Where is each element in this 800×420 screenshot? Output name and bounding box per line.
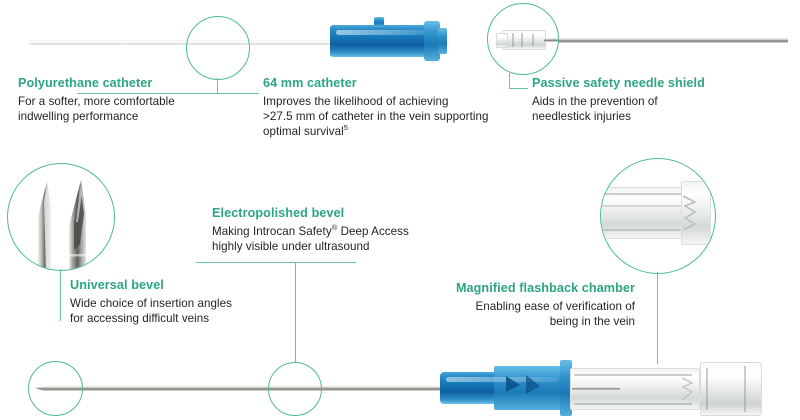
leader-line-polyurethane-stem	[217, 78, 219, 94]
magnifier-circle-device-tip	[28, 361, 83, 416]
callout-title: Passive safety needle shield	[532, 76, 705, 90]
callout-body-text: optimal survival	[263, 125, 344, 139]
callout-body-line: highly visible under ultrasound	[212, 240, 370, 254]
callout-body-line: For a softer, more comfortable	[18, 95, 175, 108]
callout-body-text: Making Introcan Safety	[212, 225, 332, 238]
magnifier-circle-universal-bevel	[7, 163, 115, 271]
magnifier-circle-polyurethane	[186, 16, 250, 80]
callout-body-line: Aids in the prevention of	[532, 95, 658, 108]
needle-shield-ridge	[532, 34, 534, 46]
device-end-cap-ridge	[706, 368, 708, 410]
needle-shield-ridge	[521, 33, 523, 47]
callout-body: Aids in the prevention of needlestick in…	[532, 94, 782, 124]
callout-title: Universal bevel	[70, 278, 164, 292]
needle-tip-plain-svg	[38, 182, 51, 270]
callout-body-line: needlestick injuries	[532, 110, 631, 124]
callout-title: 64 mm catheter	[263, 76, 357, 90]
callout-universal-bevel: Universal bevel Wide choice of insertion…	[70, 278, 290, 326]
needle-shield-body	[502, 30, 546, 50]
needle-shaft-top	[548, 38, 788, 43]
needle-shield-ridge	[512, 33, 514, 47]
callout-body-line: Improves the likelihood of achieving	[263, 95, 449, 108]
callout-title: Polyurethane catheter	[18, 76, 153, 90]
flashback-chamber-valve-icon	[682, 195, 697, 231]
catheter-hub-highlight	[336, 30, 430, 35]
callout-body-line: Enabling ease of verification of	[475, 300, 635, 313]
callout-passive-safety-needle-shield: Passive safety needle shield Aids in the…	[532, 76, 782, 124]
callout-body: Enabling ease of verification of being i…	[400, 299, 635, 329]
leader-line-electropolished-drop	[295, 262, 297, 362]
magnifier-circle-needle-shield	[487, 3, 559, 75]
flashback-chamber-ridge	[601, 229, 687, 231]
device-end-cap	[700, 362, 762, 416]
leader-line-flashback-drop	[657, 272, 659, 364]
needle-tip-bevelled-svg	[69, 180, 86, 270]
callout-body: Making Introcan Safety® Deep Access high…	[212, 224, 462, 254]
registered-trademark-icon: ®	[331, 223, 338, 233]
needle-tip-plain	[34, 182, 52, 270]
callout-electropolished-bevel: Electropolished bevel Making Introcan Sa…	[212, 206, 462, 254]
callout-polyurethane-catheter: Polyurethane catheter For a softer, more…	[18, 76, 228, 124]
leader-line-polyurethane-rule	[77, 93, 259, 95]
callout-body: Wide choice of insertion angles for acce…	[70, 296, 290, 326]
flashback-chamber-end-cap	[681, 181, 711, 245]
callout-title: Electropolished bevel	[212, 206, 345, 220]
callout-body-text: Deep Access	[337, 225, 409, 238]
flashback-chamber-ridge	[601, 205, 687, 207]
leader-line-shield-elbow	[509, 88, 528, 90]
catheter-hub-wing	[374, 17, 384, 27]
callout-magnified-flashback-chamber: Magnified flashback chamber Enabling eas…	[400, 281, 635, 329]
polyurethane-catheter-shaft	[25, 40, 335, 45]
flashback-chamber-ridge	[601, 193, 687, 195]
callout-body-line-with-trademark: Making Introcan Safety® Deep Access	[212, 224, 462, 239]
callout-64mm-catheter: 64 mm catheter Improves the likelihood o…	[263, 76, 523, 140]
catheter-hub-port	[438, 28, 447, 54]
callout-body-line: for accessing difficult veins	[70, 312, 210, 326]
callout-body: For a softer, more comfortable indwellin…	[18, 94, 228, 124]
needle-tip-bevelled	[65, 180, 89, 270]
callout-body-line: >27.5 mm of catheter in the vein support…	[263, 110, 489, 124]
callout-body: Improves the likelihood of achieving >27…	[263, 94, 523, 140]
device-internal-needle	[572, 387, 620, 390]
leader-line-electropolished-rule	[196, 262, 356, 264]
needle-shield-needle-stub	[544, 38, 558, 42]
device-needle-shaft	[35, 386, 440, 391]
device-valve-icon	[681, 377, 694, 401]
device-flashback-ridge	[574, 374, 692, 376]
callout-body-line-with-footnote: optimal survival5	[263, 124, 523, 139]
leader-line-shield-stem	[509, 73, 511, 89]
footnote-marker: 5	[343, 123, 348, 133]
callout-title: Magnified flashback chamber	[455, 281, 635, 295]
magnifier-circle-device-shaft	[268, 362, 322, 416]
device-hub-flange	[560, 360, 572, 416]
callout-body-line: being in the vein	[549, 315, 635, 329]
device-flashback-ridge	[574, 403, 692, 405]
needle-shield-clip	[496, 33, 508, 48]
magnifier-circle-flashback-chamber	[600, 158, 716, 274]
device-hub-highlight	[446, 377, 558, 382]
leader-line-universal-bevel	[60, 269, 62, 321]
device-end-cap-ridge	[744, 366, 746, 412]
callout-body-line: Wide choice of insertion angles	[70, 297, 233, 310]
catheter-hub-collar	[424, 21, 440, 61]
device-hub-internal-detail-icon	[506, 375, 540, 394]
callout-body-line: indwelling performance	[18, 110, 139, 124]
